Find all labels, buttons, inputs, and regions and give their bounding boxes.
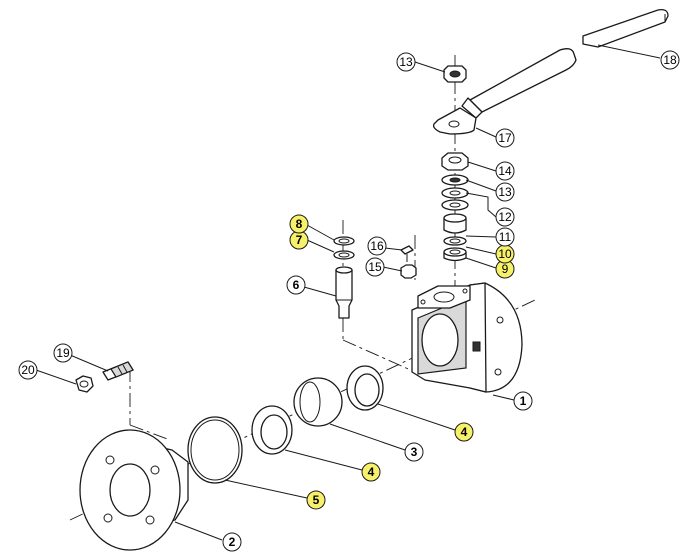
- callout-circle: [286, 275, 306, 295]
- callout-circle: [361, 462, 381, 482]
- callout-label: 1: [520, 394, 527, 408]
- callout-4b: 4: [361, 462, 381, 482]
- belleville-washers: [441, 187, 469, 211]
- callout-circle: [306, 490, 326, 510]
- callout-circle: [495, 161, 515, 181]
- callout-circle: [495, 207, 515, 227]
- callout-1: 1: [513, 391, 533, 411]
- callout-label: 13: [399, 55, 413, 69]
- callout-10: 10: [495, 244, 515, 264]
- callout-label: 4: [461, 425, 468, 439]
- callout-3: 3: [404, 442, 424, 462]
- seat-left: [251, 405, 293, 455]
- callout-label: 19: [56, 346, 70, 360]
- callout-14: 14: [495, 161, 515, 181]
- body-gasket: [187, 416, 243, 484]
- stem-gland: [443, 213, 467, 234]
- callout-circle: [513, 391, 533, 411]
- callout-12: 12: [495, 207, 515, 227]
- callout-label: 8: [296, 217, 303, 231]
- callout-label: 14: [498, 164, 512, 178]
- stud-bolt: [102, 361, 134, 381]
- callout-5: 5: [306, 490, 326, 510]
- callout-balloons: 1 2 3 4 4 5 6 7: [18, 50, 680, 552]
- callout-circle: [222, 532, 242, 552]
- callout-label: 5: [313, 493, 320, 507]
- callout-circle: [404, 442, 424, 462]
- seat-right: [346, 365, 384, 411]
- callout-13-upper: 13: [396, 52, 416, 72]
- handle-sleeve: [582, 8, 669, 48]
- valve-ball: [293, 377, 343, 427]
- callout-label: 17: [498, 131, 512, 145]
- callout-circle: [289, 214, 309, 234]
- callout-label: 20: [21, 363, 35, 377]
- callout-circle: [367, 236, 387, 256]
- callout-8: 8: [289, 214, 309, 234]
- callout-circle: [495, 128, 515, 148]
- stop-screw: [400, 245, 414, 262]
- callout-20: 20: [18, 360, 38, 380]
- stud-nut: [75, 375, 94, 393]
- callout-circle: [495, 227, 515, 247]
- callout-circle: [18, 360, 38, 380]
- callout-label: 9: [502, 262, 509, 276]
- callout-circle: [660, 50, 680, 70]
- callout-label: 15: [368, 260, 382, 274]
- callout-label: 12: [498, 210, 512, 224]
- callout-label: 3: [411, 445, 418, 459]
- callout-4a: 4: [454, 422, 474, 442]
- callout-label: 11: [499, 230, 512, 244]
- callout-label: 4: [368, 465, 375, 479]
- callout-label: 7: [296, 233, 303, 247]
- callout-circle: [454, 422, 474, 442]
- callout-13-lower: 13: [495, 182, 515, 202]
- stem-bearing: [333, 250, 355, 260]
- callout-circle: [396, 52, 416, 72]
- callout-15: 15: [365, 257, 385, 277]
- handle-nut: [443, 65, 467, 83]
- stem-thrust-seal: [443, 247, 467, 262]
- leader-lines: [35, 44, 661, 541]
- callout-19: 19: [53, 343, 73, 363]
- callout-circle: [495, 182, 515, 202]
- stem-o-ring: [333, 236, 355, 246]
- callout-6: 6: [286, 275, 306, 295]
- callout-label: 13: [498, 185, 512, 199]
- callout-label: 16: [370, 239, 384, 253]
- callout-17: 17: [495, 128, 515, 148]
- lock-washer: [441, 174, 469, 186]
- stem-packing: [443, 236, 467, 246]
- stop-nut: [400, 264, 417, 279]
- callout-2: 2: [222, 532, 242, 552]
- callout-circle: [365, 257, 385, 277]
- callout-11: 11: [495, 227, 515, 247]
- callout-label: 6: [293, 278, 300, 292]
- callout-18: 18: [660, 50, 680, 70]
- callout-circle: [53, 343, 73, 363]
- callout-7: 7: [289, 230, 309, 250]
- valve-body: [411, 282, 523, 393]
- stem-nut: [441, 152, 469, 171]
- valve-stem: [335, 266, 353, 319]
- callout-label: 2: [229, 535, 236, 549]
- callout-16: 16: [367, 236, 387, 256]
- end-cap-flange: [79, 429, 189, 551]
- callout-label: 10: [498, 247, 512, 261]
- callout-label: 18: [663, 53, 677, 67]
- lever-handle: [432, 48, 577, 135]
